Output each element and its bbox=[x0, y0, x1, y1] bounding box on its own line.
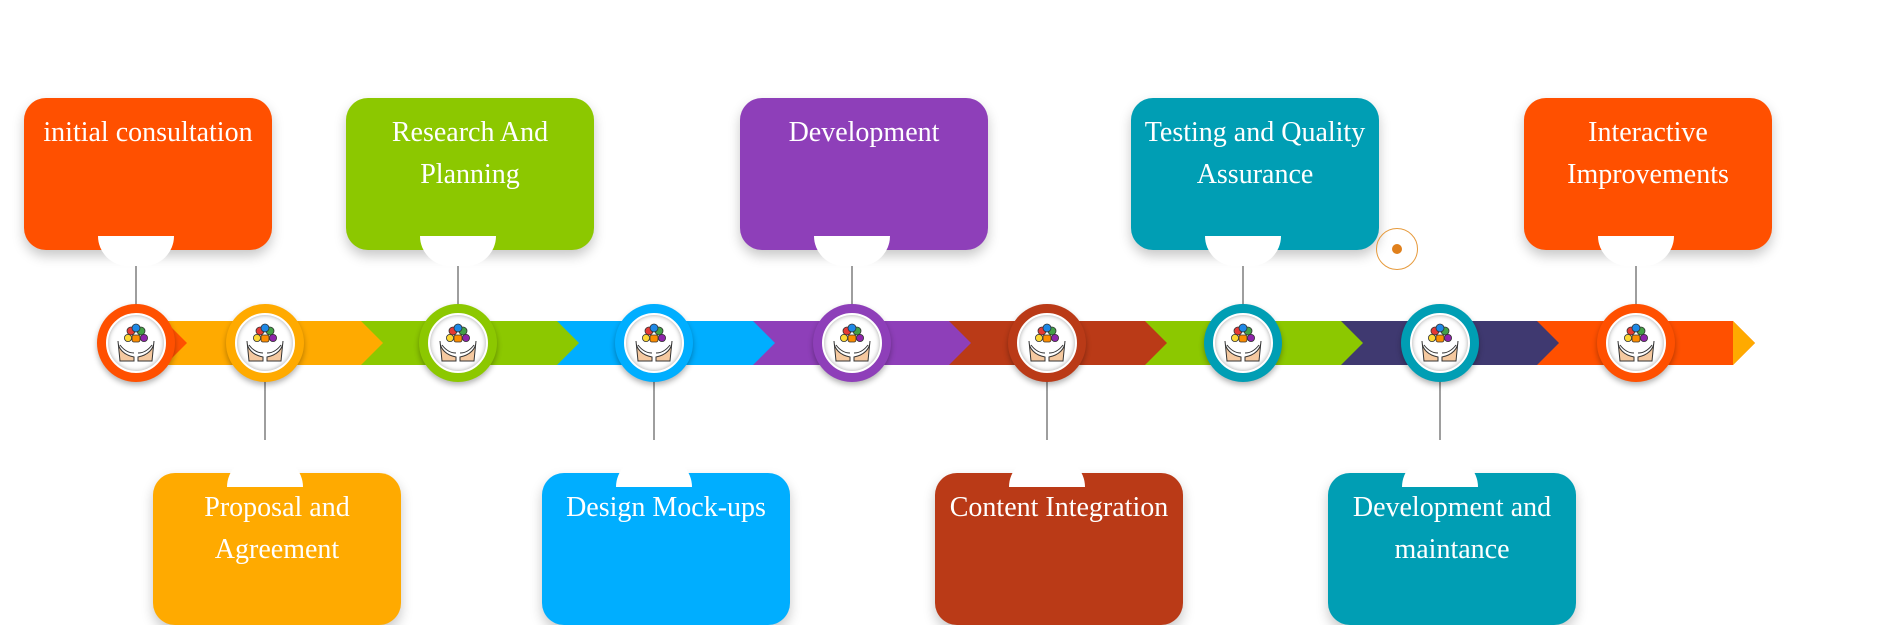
connector-line bbox=[1046, 380, 1048, 440]
track-chevron bbox=[557, 321, 579, 365]
connector-line bbox=[457, 266, 459, 310]
connector-line bbox=[264, 380, 266, 440]
step-node bbox=[813, 304, 891, 382]
step-card: Development bbox=[740, 98, 988, 250]
track-chevron bbox=[753, 321, 775, 365]
step-card: Research And Planning bbox=[346, 98, 594, 250]
card-tab bbox=[1009, 457, 1085, 487]
hands-holding-people-icon bbox=[1614, 319, 1658, 368]
card-tab bbox=[98, 236, 174, 266]
node-face bbox=[824, 315, 880, 371]
track-chevron bbox=[1537, 321, 1559, 365]
step-node bbox=[419, 304, 497, 382]
step-card: Design Mock-ups bbox=[542, 473, 790, 625]
track-chevron bbox=[1341, 321, 1363, 365]
hands-holding-people-icon bbox=[436, 319, 480, 368]
hands-holding-people-icon bbox=[1025, 319, 1069, 368]
connector-line bbox=[135, 266, 137, 310]
node-face bbox=[430, 315, 486, 371]
hands-holding-people-icon bbox=[114, 319, 158, 368]
step-label: initial consultation bbox=[43, 117, 253, 148]
cursor-dot bbox=[1392, 244, 1402, 254]
step-node bbox=[1008, 304, 1086, 382]
step-label: Development and maintance bbox=[1352, 492, 1552, 565]
step-label: Development bbox=[788, 117, 940, 148]
step-node bbox=[97, 304, 175, 382]
card-tab bbox=[1402, 457, 1478, 487]
card-tab bbox=[1598, 236, 1674, 266]
step-card: Proposal and Agreement bbox=[153, 473, 401, 625]
hands-holding-people-icon bbox=[1221, 319, 1265, 368]
step-node bbox=[1401, 304, 1479, 382]
hands-holding-people-icon bbox=[830, 319, 874, 368]
card-tab bbox=[227, 457, 303, 487]
hands-holding-people-icon bbox=[243, 319, 287, 368]
card-tab bbox=[420, 236, 496, 266]
step-label: Design Mock-ups bbox=[566, 492, 766, 523]
step-label: Testing and Quality Assurance bbox=[1144, 117, 1366, 190]
track-chevron bbox=[1145, 321, 1167, 365]
node-face bbox=[1215, 315, 1271, 371]
card-tab bbox=[616, 457, 692, 487]
hands-holding-people-icon bbox=[632, 319, 676, 368]
step-node bbox=[226, 304, 304, 382]
step-node bbox=[615, 304, 693, 382]
step-label: Interactive Improvements bbox=[1567, 117, 1729, 190]
connector-line bbox=[1439, 380, 1441, 440]
connector-line bbox=[851, 266, 853, 310]
step-label: Research And Planning bbox=[391, 117, 549, 190]
connector-line bbox=[1635, 266, 1637, 310]
node-face bbox=[1608, 315, 1664, 371]
step-card: Testing and Quality Assurance bbox=[1131, 98, 1379, 250]
connector-line bbox=[1242, 266, 1244, 310]
step-node bbox=[1204, 304, 1282, 382]
step-card: initial consultation bbox=[24, 98, 272, 250]
card-tab bbox=[1205, 236, 1281, 266]
node-face bbox=[626, 315, 682, 371]
step-card: Content Integration bbox=[935, 473, 1183, 625]
step-card: Interactive Improvements bbox=[1524, 98, 1772, 250]
node-face bbox=[108, 315, 164, 371]
cursor-ring bbox=[1376, 228, 1418, 270]
step-label: Content Integration bbox=[949, 492, 1169, 523]
track-chevron bbox=[361, 321, 383, 365]
card-tab bbox=[814, 236, 890, 266]
arrow-tip bbox=[1733, 321, 1755, 365]
step-node bbox=[1597, 304, 1675, 382]
connector-line bbox=[653, 380, 655, 440]
track-chevron bbox=[949, 321, 971, 365]
step-label: Proposal and Agreement bbox=[204, 492, 350, 565]
node-face bbox=[1412, 315, 1468, 371]
hands-holding-people-icon bbox=[1418, 319, 1462, 368]
node-face bbox=[237, 315, 293, 371]
step-card: Development and maintance bbox=[1328, 473, 1576, 625]
node-face bbox=[1019, 315, 1075, 371]
